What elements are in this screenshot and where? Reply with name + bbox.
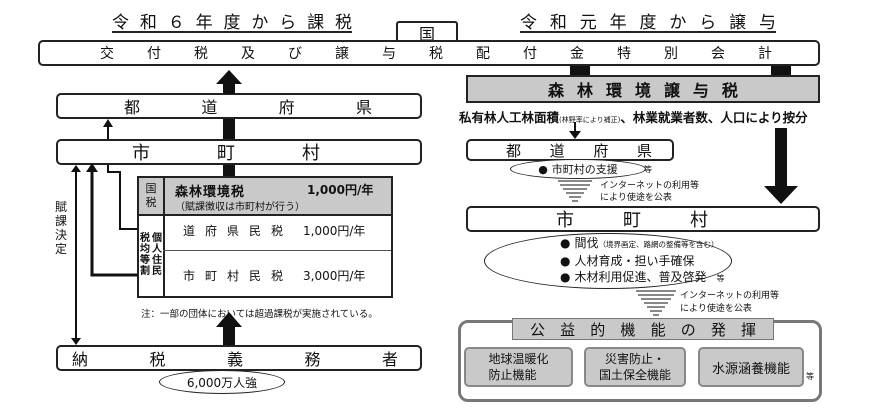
assessment-label: 賦課決定 xyxy=(54,200,67,256)
arrow-up-to-prefecture xyxy=(103,119,113,139)
uses-ellipse xyxy=(484,233,732,289)
arrow-up-to-special-account xyxy=(216,70,242,94)
right-heading: 令和元年度から譲与 xyxy=(520,13,776,33)
pref-tax-amount: 1,000円/年 xyxy=(303,224,366,238)
internet-note-2-line2: により使途を公表 xyxy=(680,304,752,314)
taxpayers-count: 6,000万人強 xyxy=(186,375,258,390)
resident-tax-label: 個人住民税均等割 xyxy=(139,214,165,296)
assessment-arrow xyxy=(71,165,81,345)
public-functions-title: 公益的機能の発揮 xyxy=(530,320,756,339)
arrow-big-down-to-municipality xyxy=(764,128,798,204)
left-municipality-label: 市町村 xyxy=(132,143,320,164)
use-item-2: 人材育成・担い手確保 xyxy=(560,253,725,269)
prefecture-support-ellipse: 市町村の支援 xyxy=(510,159,646,179)
prefecture-support-etc: 等 xyxy=(644,165,652,174)
forest-tax-name: 森林環境税 xyxy=(175,185,246,200)
function-global-warming: 地球温暖化 防止機能 xyxy=(464,347,573,387)
distribution-basis: 私有林人工林面積(林野率により補正)、林業就業者数、人口により按分 xyxy=(459,107,808,126)
national-label: 国 xyxy=(418,25,435,44)
internet-note-2: インターネットの利用等 により使途を公表 xyxy=(680,290,779,316)
prefecture-support: 市町村の支援 xyxy=(538,161,618,177)
internet-note-2-line1: インターネットの利用等 xyxy=(680,291,780,301)
right-municipality-box: 市町村 xyxy=(466,206,820,232)
transfer-tax-label: 森林環境譲与税 xyxy=(548,81,738,100)
arrow-pref-tax-to-prefecture xyxy=(107,165,137,230)
uses-list: 間伐（境界画定、路網の整備等を含む） 人材育成・担い手確保 木材利用促進、普及啓… xyxy=(560,235,725,287)
distribution-rest: 、林業就業者数、人口により按分 xyxy=(620,110,808,125)
arrow-up-to-municipality xyxy=(223,119,235,139)
transfer-tax-box: 森林環境譲与税 xyxy=(466,75,820,103)
muni-tax-amount: 3,000円/年 xyxy=(303,269,366,283)
taxpayers-count-ellipse: 6,000万人強 xyxy=(159,370,285,394)
functions-etc: 等 xyxy=(806,372,814,381)
striped-arrow-2 xyxy=(636,290,676,316)
row-divider xyxy=(163,250,391,251)
left-municipality-box: 市町村 xyxy=(56,139,422,165)
arrow-muni-tax-to-municipality xyxy=(86,163,137,277)
arrow-up-from-taxpayers xyxy=(216,165,242,345)
left-heading-underline xyxy=(112,31,352,33)
distribution-main: 私有林人工林面積 xyxy=(459,110,560,125)
muni-tax-name: 市町村民税 xyxy=(183,269,283,283)
tax-table: 国税 森林環境税 1,000円/年 （賦課徴収は市町村が行う） 個人住民税均等割… xyxy=(137,176,393,298)
right-heading-underline xyxy=(520,31,776,33)
striped-arrow-1 xyxy=(558,180,592,202)
right-municipality-label: 市町村 xyxy=(556,210,708,231)
left-prefecture-label: 都道府県 xyxy=(124,98,372,117)
left-prefecture-box: 都道府県 xyxy=(56,93,422,119)
forest-tax-note: （賦課徴収は市町村が行う） xyxy=(175,202,305,213)
use-item-1: 間伐（境界画定、路網の整備等を含む） xyxy=(560,235,725,253)
internet-note-1-line1: インターネットの利用等 xyxy=(600,181,700,191)
national-tax-row xyxy=(139,178,391,216)
right-prefecture-label: 都道府県 xyxy=(506,141,652,160)
internet-note-1-line2: により使途を公表 xyxy=(600,193,672,203)
pref-tax-name: 道府県民税 xyxy=(183,224,283,238)
function-disaster-prevention: 災害防止・ 国土保全機能 xyxy=(584,347,686,387)
internet-note-1: インターネットの利用等 により使途を公表 xyxy=(600,180,699,204)
forest-tax-amount: 1,000円/年 xyxy=(307,183,374,197)
function-water-conservation: 水源涵養機能 xyxy=(698,347,804,387)
arrow-to-right-prefecture xyxy=(569,122,581,139)
arrow-special-to-transfer xyxy=(570,66,791,75)
taxpayers-label: 納税義務者 xyxy=(72,350,398,369)
special-account-box: 交付税及び譲与税配付金特別会計 xyxy=(38,40,820,66)
public-functions-title-box: 公益的機能の発揮 xyxy=(512,318,774,340)
distribution-small: (林野率により補正) xyxy=(559,116,621,124)
footnote: 注：一部の団体においては超過課税が実施されている。 xyxy=(141,309,378,320)
national-tax-label: 国税 xyxy=(139,178,165,214)
special-account-label: 交付税及び譲与税配付金特別会計 xyxy=(100,46,772,62)
